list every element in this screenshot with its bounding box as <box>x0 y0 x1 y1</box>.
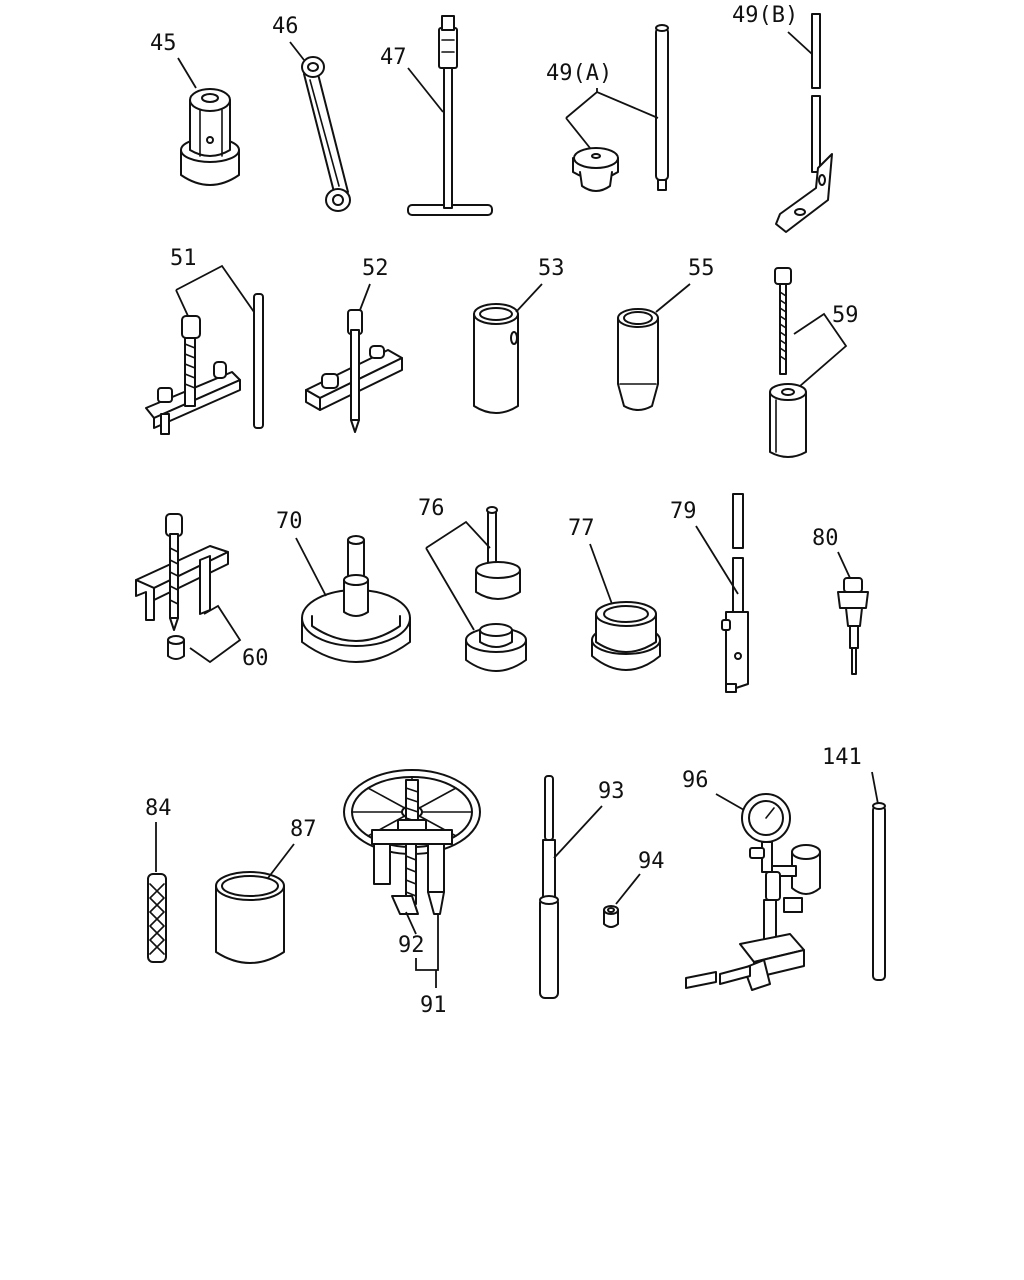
part-59-bolt-and-sleeve <box>769 267 807 458</box>
part-84-knurled-bar <box>147 873 167 963</box>
part-77-ring <box>591 601 661 671</box>
label-60: 60 <box>242 646 269 671</box>
part-49a-plug-and-rod <box>572 24 669 192</box>
label-141: 141 <box>822 745 862 770</box>
label-70: 70 <box>276 509 303 534</box>
label-84: 84 <box>145 796 172 821</box>
label-91: 91 <box>420 993 447 1018</box>
part-51-puller <box>145 293 264 435</box>
label-76: 76 <box>418 496 445 521</box>
label-49b: 49(B) <box>732 3 798 28</box>
label-59: 59 <box>832 303 859 328</box>
label-47: 47 <box>380 45 407 70</box>
label-51: 51 <box>170 246 197 271</box>
label-96: 96 <box>682 768 709 793</box>
part-91-92-handwheel-puller <box>343 769 481 915</box>
label-45: 45 <box>150 31 177 56</box>
label-80: 80 <box>812 526 839 551</box>
part-60-puller <box>135 513 229 660</box>
label-52: 52 <box>362 256 389 281</box>
label-46: 46 <box>272 14 299 39</box>
label-94: 94 <box>638 849 665 874</box>
label-55: 55 <box>688 256 715 281</box>
part-87-bushing <box>215 871 285 964</box>
part-52-puller <box>305 309 403 433</box>
label-49a: 49(A) <box>546 61 612 86</box>
part-53-sleeve <box>473 303 519 414</box>
part-79-rod-clamp <box>721 493 749 693</box>
label-87: 87 <box>290 817 317 842</box>
part-45-adapter <box>180 88 240 186</box>
part-94-nut <box>603 905 619 928</box>
part-96-nozzle-tester <box>685 793 821 991</box>
part-47-t-handle <box>407 15 493 216</box>
part-76-pin-and-collar <box>465 506 527 672</box>
label-79: 79 <box>670 499 697 524</box>
part-80-screw <box>837 577 869 675</box>
part-93-stepped-rod <box>539 775 559 999</box>
part-141-rod <box>872 802 886 981</box>
label-77: 77 <box>568 516 595 541</box>
label-53: 53 <box>538 256 565 281</box>
label-93: 93 <box>598 779 625 804</box>
part-70-stepped-base <box>301 535 411 663</box>
part-55-tapered-sleeve <box>617 308 659 411</box>
label-92: 92 <box>398 933 425 958</box>
part-49b-rod-bracket <box>775 13 833 233</box>
part-46-wrench <box>301 56 351 212</box>
